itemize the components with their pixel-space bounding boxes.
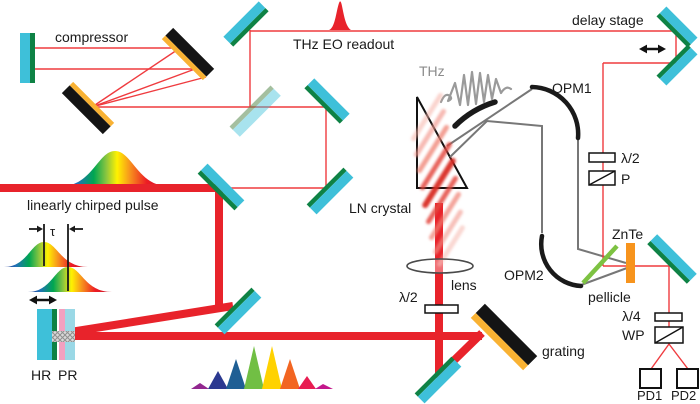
wollaston-prism — [654, 326, 684, 344]
quarter-wave-plate — [654, 312, 683, 322]
detection-fold-mirror — [647, 234, 697, 284]
label-pellicle: pellicle — [588, 289, 631, 305]
label-opm1: OPM1 — [552, 80, 592, 96]
probe-fold-mirror-top — [223, 1, 269, 47]
multi-peak-spectrum — [191, 346, 333, 389]
half-wave-plate-pump — [424, 304, 459, 314]
thz-wave-squiggle-icon — [439, 70, 513, 107]
pump-beam — [0, 184, 485, 379]
probe-mirror-c — [304, 78, 350, 124]
chirped-pulse-spectrum-top — [62, 151, 168, 186]
label-wollaston: WP — [622, 327, 645, 343]
photodiode-1 — [639, 368, 662, 389]
pump-beam-to-etalon — [63, 302, 234, 337]
label-compressor: compressor — [55, 29, 128, 45]
delay-move-arrow-icon — [639, 44, 666, 54]
label-delay-stage: delay stage — [572, 12, 644, 28]
short-pulse-icon — [329, 1, 351, 30]
opm1-mirror — [529, 84, 581, 141]
delay-mirror-top — [656, 6, 698, 48]
ln-crystal-prism — [416, 96, 469, 189]
label-chirped-pulse: linearly chirped pulse — [27, 197, 159, 213]
thz-beam-edge-right — [577, 139, 627, 264]
pump-fold-mirror-e — [197, 163, 245, 211]
lens — [406, 258, 474, 274]
tau-arrow-left-icon — [69, 225, 75, 233]
label-half-wave-probe: λ/2 — [621, 150, 640, 166]
polarizer — [588, 170, 616, 186]
opm2-mirror — [539, 233, 584, 289]
thz-beam-path — [446, 88, 628, 286]
half-wave-plate-probe — [588, 152, 616, 163]
label-pd2: PD2 — [671, 388, 696, 403]
label-opm2: OPM2 — [504, 267, 544, 283]
etalon-beam-overlap — [52, 331, 75, 342]
label-pd1: PD1 — [637, 388, 662, 403]
photodiode-2 — [676, 368, 699, 389]
pellicle-beamsplitter — [581, 244, 619, 285]
pump-grating — [470, 303, 538, 371]
thz-beam-edge-lower — [449, 119, 543, 233]
hr-pr-etalon — [37, 309, 75, 360]
grating-fold-mirror — [414, 356, 462, 404]
label-ln-crystal: LN crystal — [349, 200, 411, 216]
label-pr: PR — [58, 367, 77, 383]
thz-focus-edge — [580, 267, 628, 286]
tau-arrow-right-icon — [37, 225, 43, 233]
label-thz: THz — [419, 63, 445, 79]
label-hr: HR — [31, 367, 51, 383]
label-polarizer: P — [621, 171, 630, 187]
chirped-pulse-copy-1 — [4, 242, 88, 267]
probe-mirror-d — [306, 167, 354, 215]
tilted-pulse-front-streaks — [410, 92, 465, 267]
label-tau: τ — [50, 224, 56, 239]
pump-fold-mirror-f — [214, 287, 262, 335]
compressor-grating-2 — [61, 81, 115, 135]
compressor-end-mirror — [20, 33, 35, 83]
label-grating: grating — [542, 343, 585, 359]
label-thz-eo-readout: THz EO readout — [293, 36, 394, 52]
label-znte: ZnTe — [612, 226, 643, 242]
label-half-wave-pump: λ/2 — [399, 289, 418, 305]
znte-crystal — [626, 243, 635, 283]
delay-mirror-bottom — [656, 44, 698, 86]
chirped-pulse-copy-2 — [28, 267, 112, 292]
etalon-move-arrow-icon — [29, 295, 57, 305]
hr-mirror — [37, 309, 52, 360]
thz-beam-edge-upper — [446, 88, 533, 147]
thz-steering-mirror — [452, 99, 498, 129]
beamsplitter — [229, 85, 281, 137]
probe-beam — [35, 30, 689, 370]
label-quarter-wave: λ/4 — [622, 308, 641, 324]
label-lens: lens — [451, 277, 477, 293]
compressor-grating-1 — [161, 27, 215, 81]
